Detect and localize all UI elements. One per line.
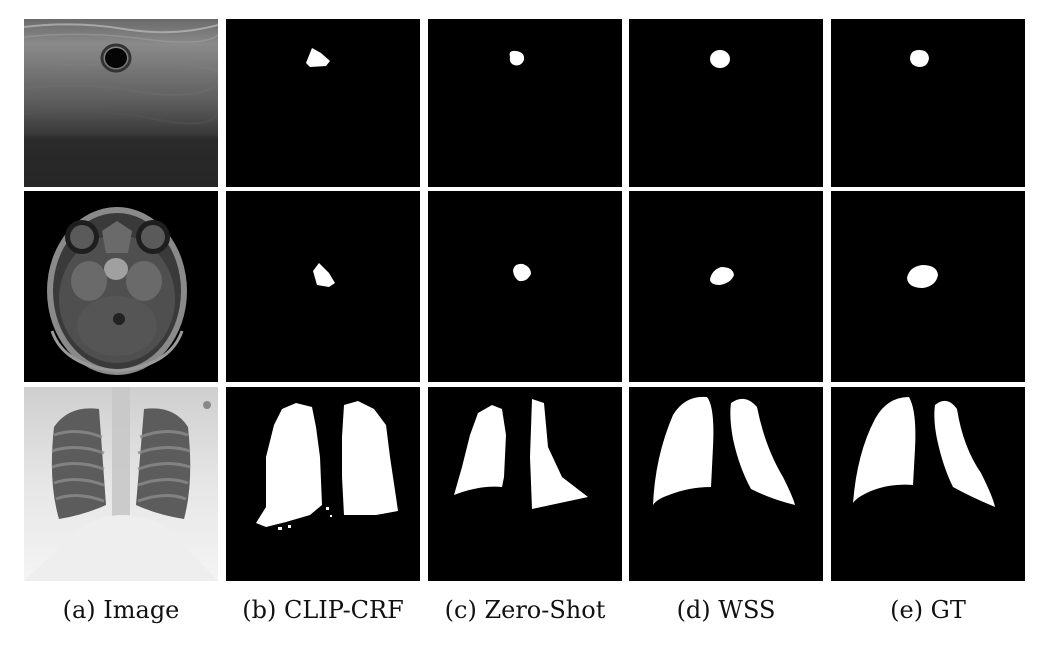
chest-xray-image	[24, 387, 218, 581]
wss-mask-brain	[629, 191, 823, 382]
clip-crf-mask-ultrasound	[226, 19, 420, 187]
zero-shot-mask-ultrasound	[428, 19, 622, 187]
caption-gt: (e) GT	[890, 596, 966, 624]
caption-zero-shot: (c) Zero-Shot	[444, 596, 606, 624]
caption-image: (a) Image	[62, 596, 180, 624]
caption-wss: (d) WSS	[676, 596, 776, 624]
clip-crf-mask-lungs	[226, 387, 420, 581]
brain-mri-image	[24, 191, 218, 382]
ultrasound-image	[24, 19, 218, 187]
wss-mask-ultrasound	[629, 19, 823, 187]
gt-mask-lungs	[831, 387, 1025, 581]
clip-crf-mask-brain	[226, 191, 420, 382]
gt-mask-brain	[831, 191, 1025, 382]
zero-shot-mask-lungs	[428, 387, 622, 581]
caption-clip-crf: (b) CLIP-CRF	[242, 596, 404, 624]
zero-shot-mask-brain	[428, 191, 622, 382]
wss-mask-lungs	[629, 387, 823, 581]
gt-mask-ultrasound	[831, 19, 1025, 187]
